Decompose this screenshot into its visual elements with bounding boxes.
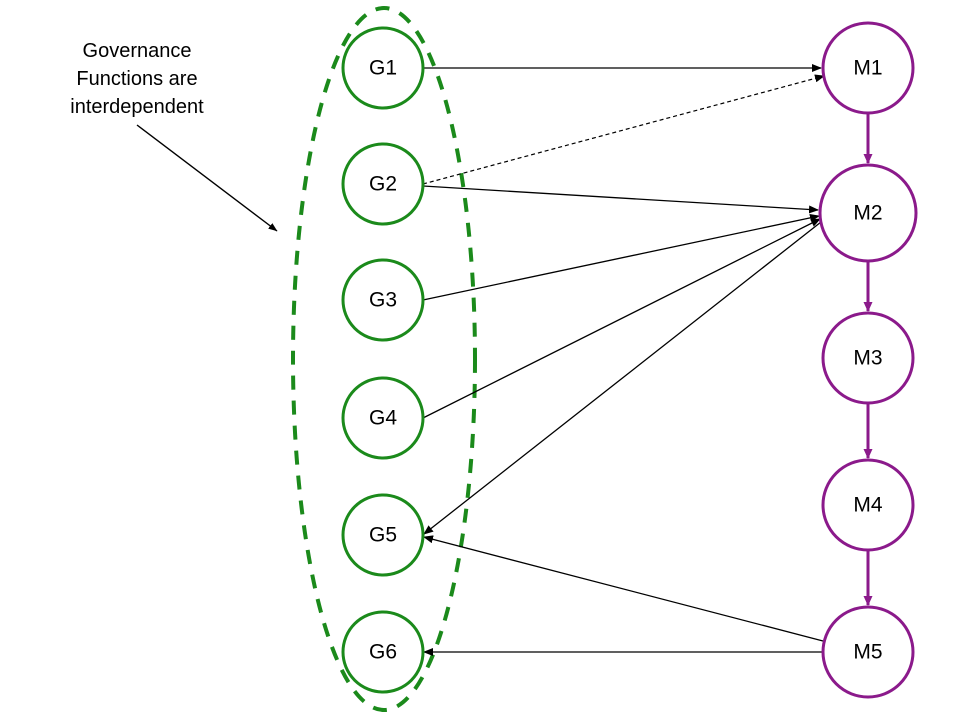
cross-edge-layer: [422, 64, 825, 656]
management-node-circle-m1[interactable]: [821, 21, 915, 115]
annotation-text-line-1: Governance: [83, 40, 192, 62]
governance-node-label-g3: G3: [369, 289, 397, 312]
governance-node-g3[interactable]: G3: [341, 258, 425, 342]
management-node-circle-m5[interactable]: [821, 605, 915, 699]
governance-node-g1[interactable]: G1: [341, 26, 425, 110]
edge-G4-M2: [422, 218, 821, 419]
governance-node-circle-g6[interactable]: [341, 610, 425, 694]
edge-M2-G5: [423, 221, 822, 535]
management-node-m3[interactable]: M3: [821, 311, 915, 405]
edge-G2-M1: [422, 74, 825, 185]
management-node-m4[interactable]: M4: [821, 458, 915, 552]
governance-node-label-g1: G1: [369, 57, 397, 80]
edge-G2-M2: [422, 185, 819, 214]
annotation-layer: Governance Functions are interdependent: [70, 40, 278, 232]
governance-node-label-g5: G5: [369, 524, 397, 547]
governance-node-circle-g4[interactable]: [341, 376, 425, 460]
management-node-m2[interactable]: M2: [818, 163, 918, 263]
governance-group-layer: [291, 6, 477, 712]
management-node-label-m1: M1: [853, 57, 882, 80]
management-node-circle-m2[interactable]: [818, 163, 918, 263]
management-node-label-m5: M5: [853, 641, 882, 664]
management-node-label-m4: M4: [853, 494, 882, 517]
governance-node-circle-g5[interactable]: [341, 493, 425, 577]
management-node-label-m3: M3: [853, 347, 882, 370]
governance-node-circle-g2[interactable]: [341, 142, 425, 226]
management-node-circle-m3[interactable]: [821, 311, 915, 405]
governance-node-g6[interactable]: G6: [341, 610, 425, 694]
management-node-m1[interactable]: M1: [821, 21, 915, 115]
annotation-text-line-3: interdependent: [70, 96, 204, 118]
edge-M5-G5: [423, 535, 824, 642]
annotation-text-line-2: Functions are: [76, 68, 197, 90]
governance-node-circle-g1[interactable]: [341, 26, 425, 110]
governance-node-label-g2: G2: [369, 173, 397, 196]
edge-G3-M2: [422, 213, 820, 301]
management-node-circle-m4[interactable]: [821, 458, 915, 552]
governance-node-g2[interactable]: G2: [341, 142, 425, 226]
annotation-pointer-arrow: [136, 124, 278, 232]
governance-node-g4[interactable]: G4: [341, 376, 425, 460]
governance-node-g5[interactable]: G5: [341, 493, 425, 577]
management-node-m5[interactable]: M5: [821, 605, 915, 699]
governance-group-ellipse: [291, 6, 477, 712]
management-node-label-m2: M2: [853, 202, 882, 225]
governance-node-circle-g3[interactable]: [341, 258, 425, 342]
governance-node-label-g6: G6: [369, 641, 397, 664]
governance-node-label-g4: G4: [369, 407, 397, 430]
